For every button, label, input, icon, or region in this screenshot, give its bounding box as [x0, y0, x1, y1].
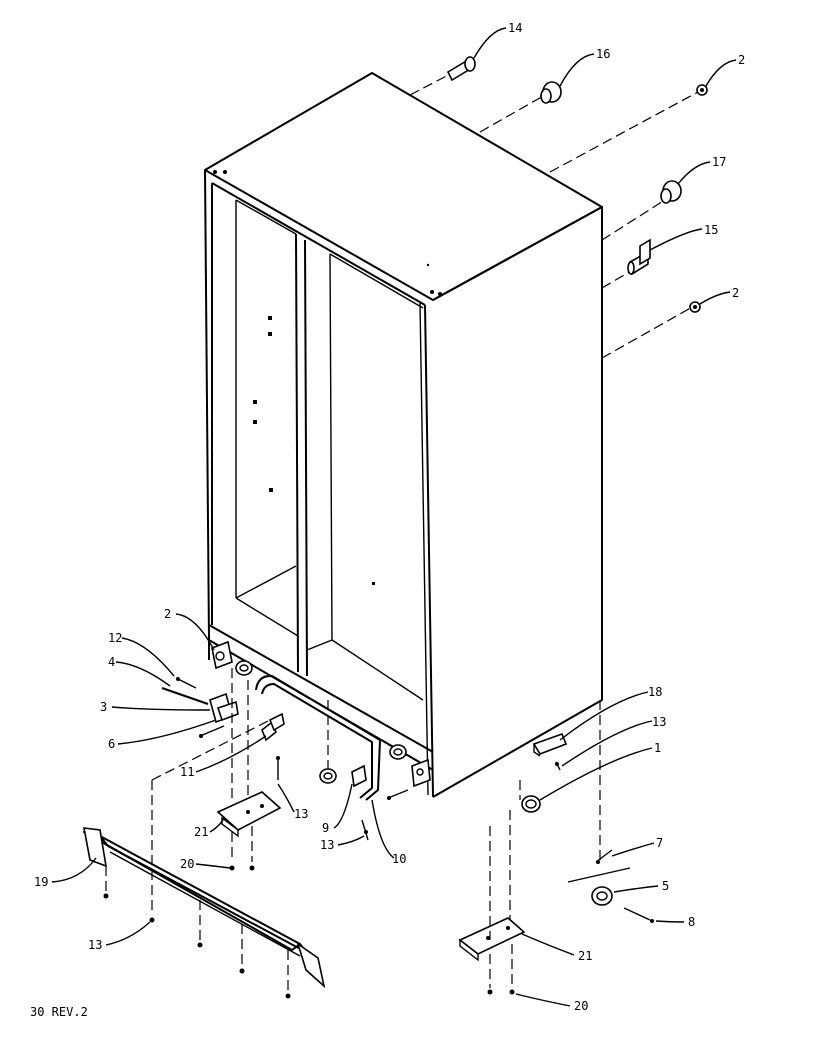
- drain-tubing: [255, 674, 381, 801]
- callout-12: 12: [108, 631, 122, 645]
- callout-17: 17: [712, 155, 726, 169]
- callout-7: 7: [656, 836, 663, 850]
- part-14-icon: [446, 56, 476, 82]
- right-side-parts: [458, 700, 654, 995]
- callout-20-left: 20: [180, 857, 194, 871]
- callout-2-hinge: 2: [164, 607, 171, 621]
- callout-5: 5: [662, 879, 669, 893]
- callout-13-right: 13: [652, 715, 666, 729]
- part-15-bracket-icon: [627, 238, 651, 276]
- callout-16: 16: [596, 47, 610, 61]
- callout-19: 19: [34, 875, 48, 889]
- callout-3: 3: [100, 700, 107, 714]
- callout-2-lower: 2: [732, 286, 739, 300]
- kick-plate: [83, 827, 326, 999]
- leader-lines: [51, 27, 737, 1007]
- left-hinge-assembly: [151, 640, 271, 910]
- footer-code: 30 REV.2: [30, 1005, 88, 1019]
- callout-1: 1: [654, 741, 661, 755]
- callout-9: 9: [322, 821, 329, 835]
- part-17-icon: [660, 180, 682, 204]
- callout-6: 6: [108, 737, 115, 751]
- part-2-nut-lower-icon: [689, 301, 701, 313]
- callout-2: 2: [738, 53, 745, 67]
- part-16-icon: [540, 81, 562, 104]
- callout-18: 18: [648, 685, 662, 699]
- callout-13-clamp: 13: [320, 838, 334, 852]
- callout-10: 10: [392, 852, 406, 866]
- cabinet-body: [204, 72, 603, 798]
- callout-15: 15: [704, 223, 718, 237]
- callout-13-center: 13: [294, 807, 308, 821]
- callout-11: 11: [180, 765, 194, 779]
- callout-21-left: 21: [194, 825, 208, 839]
- callout-21-right: 21: [578, 949, 592, 963]
- callout-4: 4: [108, 655, 115, 669]
- callout-14: 14: [508, 21, 522, 35]
- center-parts: [261, 712, 431, 841]
- part-2-nut-icon: [696, 84, 708, 96]
- callout-labels: 14 16 2 17 15 2 2 12 4 3 6 11 13 21 20 9…: [34, 21, 745, 1013]
- callout-8: 8: [688, 915, 695, 929]
- callout-13-kick: 13: [88, 938, 102, 952]
- rear-parts: [409, 56, 708, 359]
- callout-20-right: 20: [574, 999, 588, 1013]
- left-foot-bracket: [216, 791, 282, 871]
